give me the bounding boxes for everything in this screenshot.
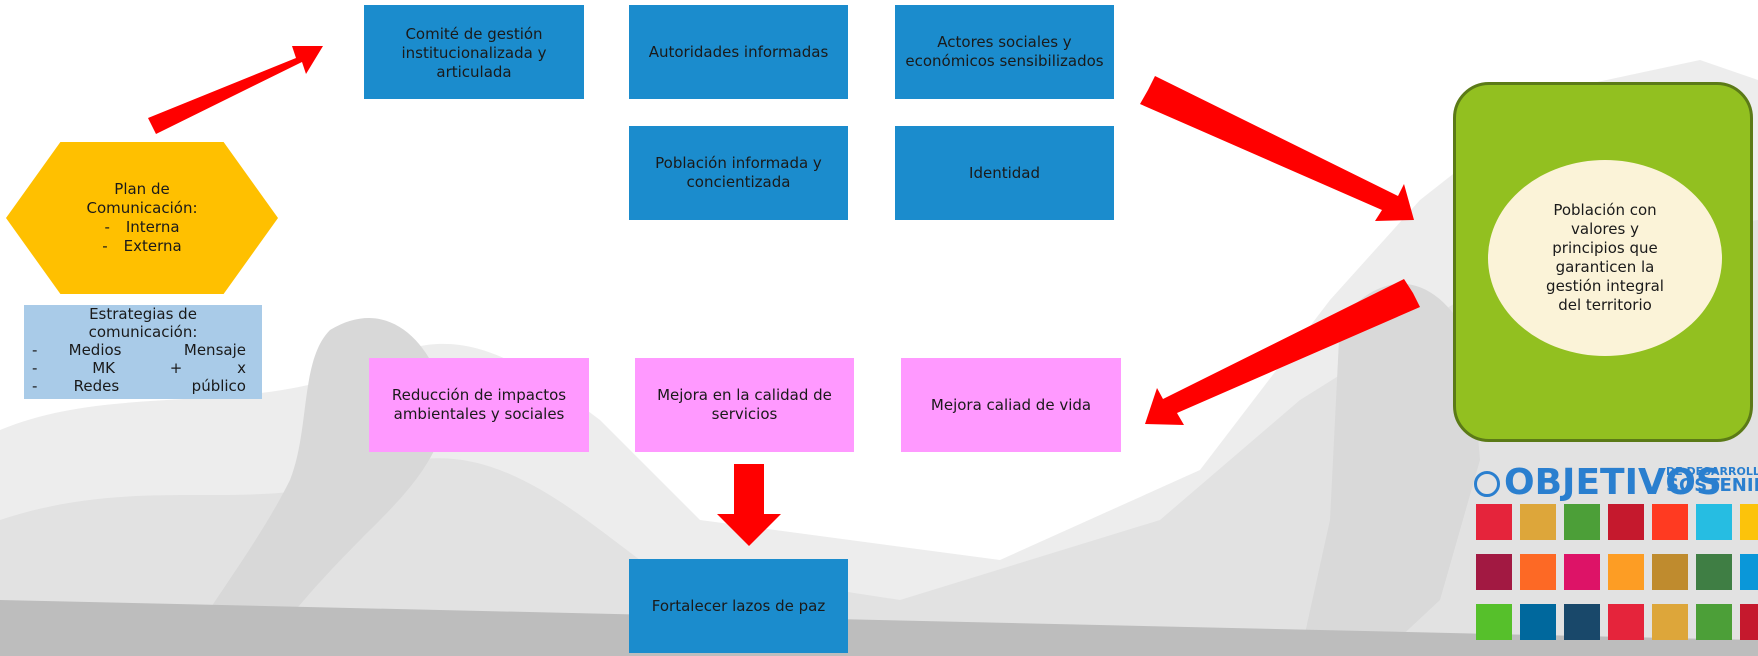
sdg-tile-icon bbox=[1696, 504, 1732, 540]
sdg-logo: OBJETIVOS DE DESARROLLO SOSTENIBLE bbox=[1470, 462, 1758, 656]
plan-title-1: Plan de bbox=[114, 180, 170, 198]
plan-title-2: Comunicación: bbox=[86, 199, 198, 217]
sdg-tile-icon bbox=[1476, 504, 1512, 540]
plan-item-externa: - Externa bbox=[102, 237, 182, 255]
box-mejora-vida: Mejora caliad de vida bbox=[901, 358, 1121, 452]
box-reduccion: Reducción de impactos ambientales y soci… bbox=[369, 358, 589, 452]
plan-hexagon: Plan de Comunicación: - Interna - Extern… bbox=[6, 142, 278, 294]
sdg-tile-icon bbox=[1564, 554, 1600, 590]
box-mejora-servicios: Mejora en la calidad de servicios bbox=[635, 358, 854, 452]
box-autoridades: Autoridades informadas bbox=[629, 5, 848, 99]
strategies-row: - MK + x bbox=[32, 359, 246, 377]
strategies-box: Estrategias de comunicación: - Medios Me… bbox=[24, 305, 262, 399]
sdg-tile-icon bbox=[1476, 604, 1512, 640]
sdg-title: OBJETIVOS bbox=[1474, 462, 1722, 503]
sdg-tile-icon bbox=[1740, 554, 1758, 590]
sdg-tile-icon bbox=[1608, 554, 1644, 590]
arrow-plan-to-comite bbox=[148, 46, 323, 134]
sdg-tile-icon bbox=[1476, 554, 1512, 590]
sdg-tile-icon bbox=[1652, 554, 1688, 590]
sdg-tile-icon bbox=[1520, 554, 1556, 590]
strategies-row: - Redes público bbox=[32, 377, 246, 395]
result-circle: Población con valores y principios que g… bbox=[1488, 160, 1722, 356]
sdg-tile-icon bbox=[1696, 604, 1732, 640]
arrow-result-to-vida bbox=[1145, 279, 1420, 425]
sdg-tile-icon bbox=[1564, 604, 1600, 640]
box-actores: Actores sociales y económicos sensibiliz… bbox=[895, 5, 1114, 99]
plan-item-interna: - Interna bbox=[104, 218, 180, 236]
strategies-title-1: Estrategias de bbox=[89, 305, 197, 323]
un-emblem-icon bbox=[1474, 471, 1500, 497]
sdg-tile-icon bbox=[1740, 504, 1758, 540]
sdg-tile-icon bbox=[1520, 504, 1556, 540]
sdg-subtitle: DE DESARROLLO SOSTENIBLE bbox=[1666, 465, 1758, 496]
box-poblacion-informada: Población informada y concientizada bbox=[629, 126, 848, 220]
sdg-tile-icon bbox=[1520, 604, 1556, 640]
sdg-tile-icon bbox=[1608, 504, 1644, 540]
strategies-row: - Medios Mensaje bbox=[32, 341, 246, 359]
sdg-tile-icon bbox=[1652, 604, 1688, 640]
sdg-tile-icon bbox=[1564, 504, 1600, 540]
box-identidad: Identidad bbox=[895, 126, 1114, 220]
arrow-servicios-to-fortalecer bbox=[717, 464, 781, 546]
box-comite: Comité de gestión institucionalizada y a… bbox=[364, 5, 584, 99]
sdg-tile-icon bbox=[1608, 604, 1644, 640]
box-fortalecer: Fortalecer lazos de paz bbox=[629, 559, 848, 653]
strategies-title-2: comunicación: bbox=[88, 323, 198, 341]
sdg-tile-icon bbox=[1652, 504, 1688, 540]
arrow-actores-to-result bbox=[1140, 76, 1414, 221]
sdg-tile-icon bbox=[1740, 604, 1758, 640]
sdg-tile-icon bbox=[1696, 554, 1732, 590]
